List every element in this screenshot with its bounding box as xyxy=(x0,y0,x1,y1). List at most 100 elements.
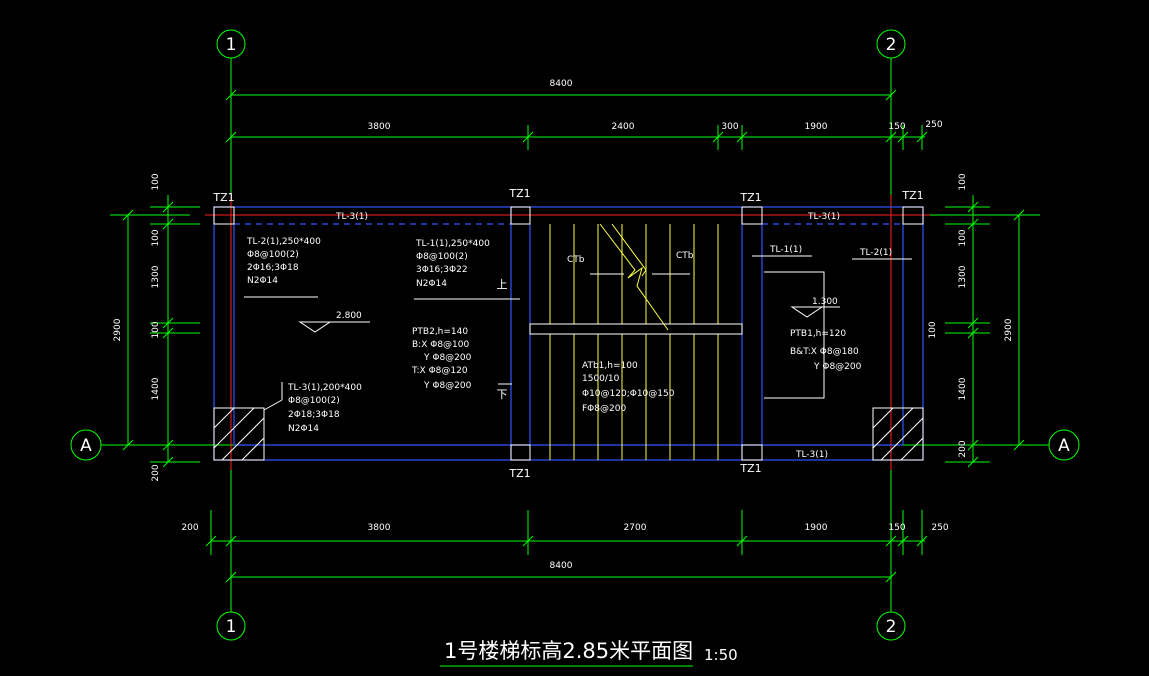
label-tz1: TZ1 xyxy=(508,467,530,480)
svg-text:2.800: 2.800 xyxy=(336,311,362,321)
note-tl1: TL-1(1),250*400 Φ8@100(2) 3Φ16;3Φ22 N2Φ1… xyxy=(415,239,490,289)
dim-left-b: 100 xyxy=(151,229,161,246)
dim-left-a: 100 xyxy=(151,173,161,190)
label-tz1: TZ1 xyxy=(739,191,761,204)
hatched-column-left xyxy=(213,407,265,461)
beam-labels: TL-3(1) TL-3(1) TL-3(1) TL-1(1) TL-2(1) xyxy=(335,212,912,460)
dim-left-f: 200 xyxy=(151,464,161,481)
dim-top-b: 2400 xyxy=(612,122,635,132)
note-ptb2: PTB2,h=140 B:X Φ8@100 Y Φ8@200 T:X Φ8@12… xyxy=(411,327,472,391)
leader-lines xyxy=(244,271,825,411)
svg-text:2: 2 xyxy=(886,617,897,637)
drawing-title: 1号楼梯标高2.85米平面图 1:50 xyxy=(440,639,738,667)
beam-outlines xyxy=(213,206,924,461)
label-up: 上 xyxy=(497,278,508,291)
dim-bot-e: 150 xyxy=(888,523,905,533)
svg-text:A: A xyxy=(1058,436,1070,456)
label-down: 下 xyxy=(497,388,508,401)
axis-bubble-a-right: A xyxy=(1048,429,1080,461)
svg-text:N2Φ14: N2Φ14 xyxy=(288,424,319,434)
svg-text:FΦ8@200: FΦ8@200 xyxy=(582,404,626,414)
dim-top-e: 150 xyxy=(888,122,905,132)
svg-text:1.300: 1.300 xyxy=(812,297,838,307)
svg-text:Φ8@100(2): Φ8@100(2) xyxy=(288,396,340,406)
svg-text:N2Φ14: N2Φ14 xyxy=(416,279,447,289)
axis-bubble-1-top: 1 xyxy=(216,29,246,59)
dimensions-top: 8400 3800 2400 300 1900 150 250 xyxy=(225,79,943,150)
label-tz1: TZ1 xyxy=(212,191,234,204)
svg-text:Φ8@100(2): Φ8@100(2) xyxy=(416,252,468,262)
hatched-column-right xyxy=(872,407,924,461)
svg-text:2Φ18;3Φ18: 2Φ18;3Φ18 xyxy=(288,410,340,420)
columns: TZ1 TZ1 TZ1 TZ1 TZ1 TZ1 xyxy=(212,187,923,480)
dim-left-total: 2900 xyxy=(113,318,123,341)
dim-top-f: 250 xyxy=(925,120,942,130)
dim-right-a: 100 xyxy=(958,173,968,190)
note-atb1: ATb1,h=100 1500/10 Φ10@120;Φ10@150 FΦ8@2… xyxy=(582,361,675,414)
stair-flights: 上 下 CTb CTb xyxy=(497,223,743,460)
svg-text:3Φ16;3Φ22: 3Φ16;3Φ22 xyxy=(416,265,468,275)
dim-bot-d: 1900 xyxy=(805,523,828,533)
svg-text:1: 1 xyxy=(226,35,237,55)
axis-bubble-2-top: 2 xyxy=(876,29,906,59)
dim-bot-f: 250 xyxy=(931,523,948,533)
dim-bot-a: 200 xyxy=(181,523,198,533)
label-ctb-right: CTb xyxy=(676,251,694,261)
dim-right-e: 1400 xyxy=(958,377,968,400)
level-marker-right: 1.300 xyxy=(790,297,840,318)
dim-top-a: 3800 xyxy=(368,122,391,132)
svg-text:2Φ16;3Φ18: 2Φ16;3Φ18 xyxy=(247,263,299,273)
axis-lines xyxy=(101,58,1050,612)
svg-text:TL-1(1),250*400: TL-1(1),250*400 xyxy=(415,239,490,249)
label-tl1-right: TL-1(1) xyxy=(769,245,802,255)
label-tz1: TZ1 xyxy=(901,189,923,202)
svg-text:Φ10@120;Φ10@150: Φ10@120;Φ10@150 xyxy=(582,389,675,399)
label-tl3-bottom-right: TL-3(1) xyxy=(795,450,828,460)
note-tl3: TL-3(1),200*400 Φ8@100(2) 2Φ18;3Φ18 N2Φ1… xyxy=(287,383,362,434)
svg-text:PTB2,h=140: PTB2,h=140 xyxy=(412,327,468,337)
svg-text:TL-3(1),200*400: TL-3(1),200*400 xyxy=(287,383,362,393)
label-tl3-top-left: TL-3(1) xyxy=(335,212,368,222)
dim-top-c: 300 xyxy=(721,122,738,132)
dimensions-bottom: 200 3800 2700 1900 150 250 8400 xyxy=(181,510,949,583)
svg-text:B:X Φ8@100: B:X Φ8@100 xyxy=(412,340,469,350)
dim-top-d: 1900 xyxy=(805,122,828,132)
svg-text:N2Φ14: N2Φ14 xyxy=(247,276,278,286)
dim-bot-b: 3800 xyxy=(368,523,391,533)
svg-text:TL-2(1),250*400: TL-2(1),250*400 xyxy=(246,237,321,247)
svg-text:T:X Φ8@120: T:X Φ8@120 xyxy=(411,366,468,376)
title-scale: 1:50 xyxy=(704,646,738,664)
svg-text:A: A xyxy=(80,436,92,456)
axis-bubble-2-bottom: 2 xyxy=(876,611,906,641)
dim-right-c: 1300 xyxy=(958,265,968,288)
svg-text:Y Φ8@200: Y Φ8@200 xyxy=(423,353,472,363)
dimensions-left: 2900 100 100 1300 100 1400 200 xyxy=(110,173,200,482)
label-tl2-right: TL-2(1) xyxy=(859,248,892,258)
dim-right-d: 100 xyxy=(928,321,938,338)
svg-text:Y Φ8@200: Y Φ8@200 xyxy=(423,381,472,391)
label-tl3-top-right: TL-3(1) xyxy=(807,212,840,222)
axis-bubble-1-bottom: 1 xyxy=(216,611,246,641)
note-ptb1: PTB1,h=120 B&T:X Φ8@180 Y Φ8@200 xyxy=(790,329,862,372)
svg-text:ATb1,h=100: ATb1,h=100 xyxy=(582,361,638,371)
axis-bubble-a-left: A xyxy=(70,429,102,461)
dim-bot-total: 8400 xyxy=(550,561,573,571)
dim-right-b: 100 xyxy=(958,229,968,246)
dim-left-c: 1300 xyxy=(151,265,161,288)
label-ctb-left: CTb xyxy=(567,255,585,265)
svg-text:2: 2 xyxy=(886,35,897,55)
dim-right-total: 2900 xyxy=(1004,318,1014,341)
dim-top-total: 8400 xyxy=(550,79,573,89)
svg-text:1: 1 xyxy=(226,617,237,637)
title-main: 1号楼梯标高2.85米平面图 xyxy=(444,639,693,663)
svg-text:Φ8@100(2): Φ8@100(2) xyxy=(247,250,299,260)
svg-text:PTB1,h=120: PTB1,h=120 xyxy=(790,329,846,339)
dimensions-right: 2900 100 100 1300 100 1400 200 xyxy=(928,173,1040,468)
label-tz1: TZ1 xyxy=(739,462,761,475)
svg-text:1500/10: 1500/10 xyxy=(582,374,620,384)
dim-bot-c: 2700 xyxy=(624,523,647,533)
note-tl2: TL-2(1),250*400 Φ8@100(2) 2Φ16;3Φ18 N2Φ1… xyxy=(246,237,321,286)
label-tz1: TZ1 xyxy=(508,187,530,200)
dim-left-e: 1400 xyxy=(151,377,161,400)
